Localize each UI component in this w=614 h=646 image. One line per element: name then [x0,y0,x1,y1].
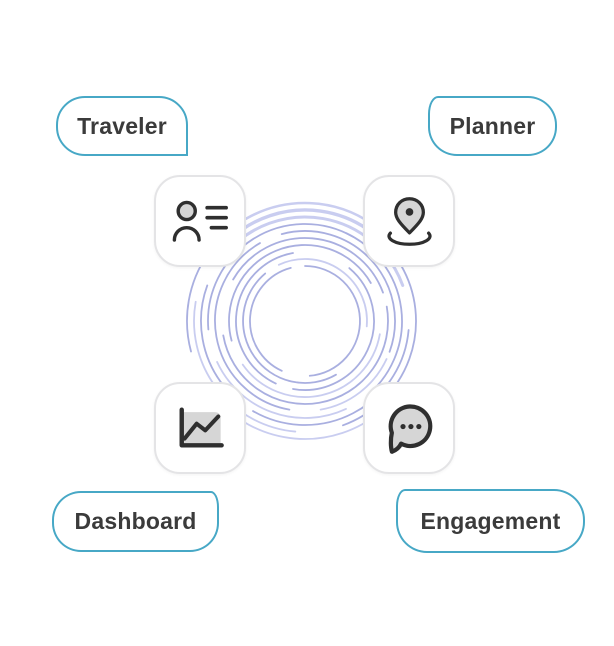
engagement-icon-card [363,382,455,474]
dashboard-label-pill: Dashboard [52,491,219,552]
dashboard-label: Dashboard [74,508,197,534]
contact-card-icon [172,200,228,242]
line-chart-icon [179,407,224,448]
chat-bubble-icon [388,404,433,454]
planner-icon-card [363,175,455,267]
traveler-label-pill: Traveler [56,96,188,156]
traveler-icon-card [154,175,246,267]
map-pin-icon [386,196,432,246]
dashboard-icon-card [154,382,246,474]
engagement-label-pill: Engagement [396,489,585,553]
traveler-label: Traveler [77,112,167,139]
planner-label-pill: Planner [428,96,557,156]
engagement-label: Engagement [420,507,561,534]
planner-label: Planner [449,112,536,139]
